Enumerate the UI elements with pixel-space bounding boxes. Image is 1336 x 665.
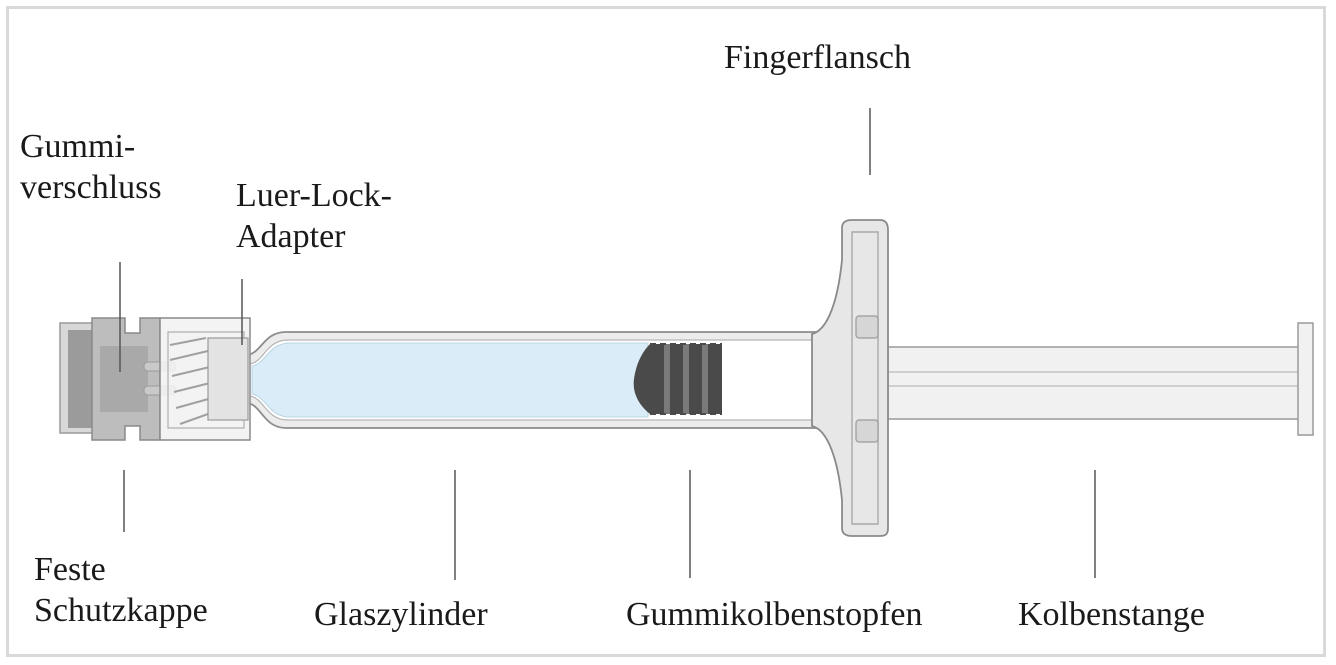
label-gummiverschluss-line2: verschluss <box>20 169 162 206</box>
finger-flange <box>811 219 889 537</box>
label-kolbenstange: Kolbenstange <box>1018 594 1205 635</box>
label-luer-lock-adapter: Luer-Lock- Adapter <box>236 175 392 257</box>
figure-frame <box>6 6 1326 657</box>
label-fingerflansch-text: Fingerflansch <box>724 39 911 76</box>
label-schutzkappe-line1: Feste <box>34 551 106 588</box>
liquid <box>251 342 649 418</box>
label-gummiverschluss: Gummi- verschluss <box>20 126 162 208</box>
rubber-plunger-stopper <box>633 343 722 415</box>
label-luer-lock-line1: Luer-Lock- <box>236 177 393 214</box>
label-gummikolbenstopfen-text: Gummikolbenstopfen <box>626 596 923 633</box>
leader-lines <box>119 108 1096 580</box>
label-schutzkappe-line2: Schutzkappe <box>34 592 208 629</box>
label-fingerflansch: Fingerflansch <box>724 37 911 78</box>
label-gummikolbenstopfen: Gummikolbenstopfen <box>626 594 923 635</box>
label-kolbenstange-text: Kolbenstange <box>1018 596 1205 633</box>
label-glaszylinder-text: Glaszylinder <box>314 596 488 633</box>
luer-lock-adapter <box>159 317 251 441</box>
rigid-cap <box>59 317 177 441</box>
label-glaszylinder: Glaszylinder <box>314 594 488 635</box>
label-feste-schutzkappe: Feste Schutzkappe <box>34 549 208 631</box>
label-luer-lock-line2: Adapter <box>236 218 346 255</box>
label-gummiverschluss-line1: Gummi- <box>20 128 136 165</box>
